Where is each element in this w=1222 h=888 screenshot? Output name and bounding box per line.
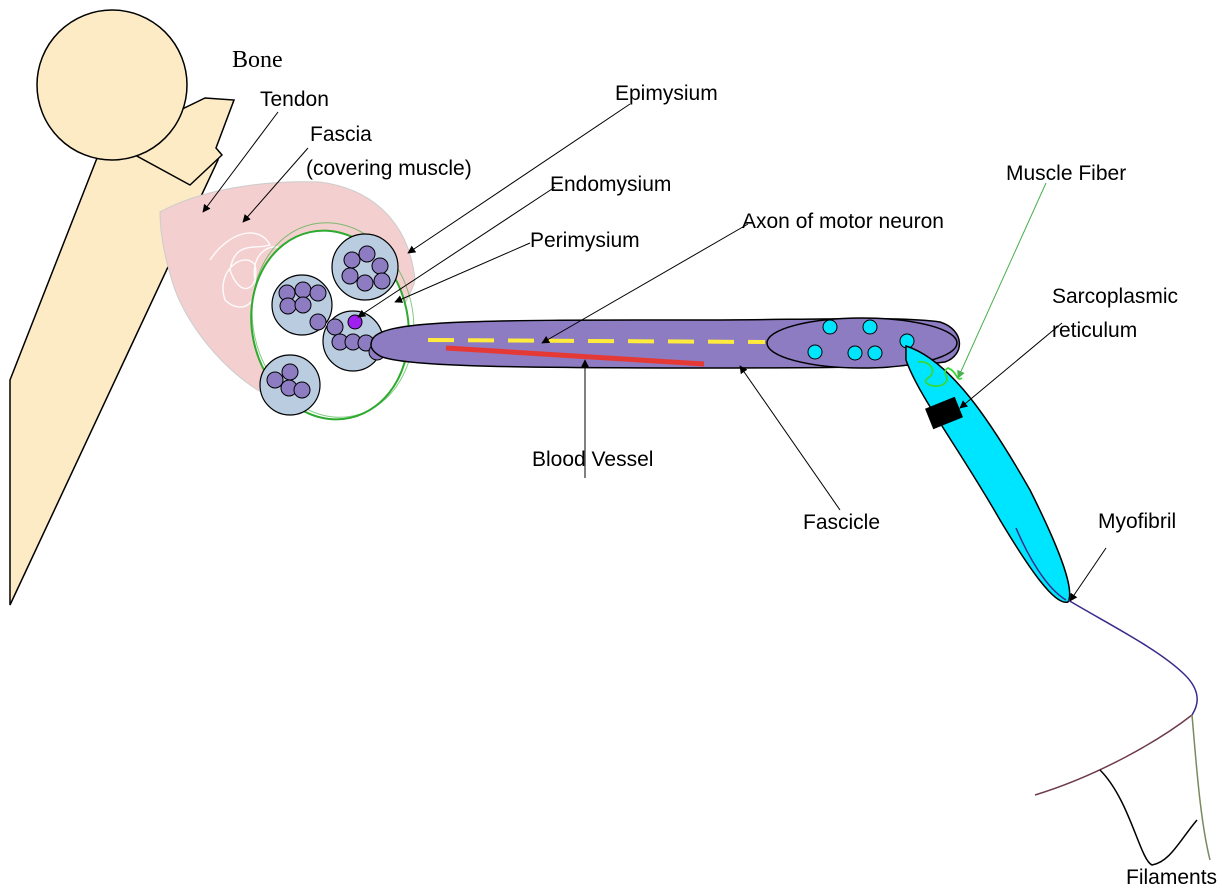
muscle-belly [160, 182, 432, 434]
filament-strand-3 [1192, 715, 1210, 860]
axon-line [428, 340, 765, 342]
arrow-myofibril [1070, 548, 1106, 601]
arrow-sarcoplasmic [960, 323, 1062, 408]
label-filaments: Filaments [1126, 866, 1217, 888]
label-myofibril: Myofibril [1098, 510, 1176, 533]
label-axon: Axon of motor neuron [742, 210, 944, 233]
label-epimysium: Epimysium [615, 82, 718, 105]
myofibril-thread [1068, 600, 1197, 715]
filaments [1035, 600, 1210, 865]
filament-strand-2 [1100, 770, 1197, 865]
label-fascia-line1: Fascia [310, 123, 372, 146]
label-sarcoplasmic-line2: reticulum [1052, 319, 1137, 342]
arrow-perimysium [395, 243, 530, 302]
highlighted-fiber [348, 315, 362, 329]
bone-head [37, 10, 187, 160]
filament-strand-1 [1035, 715, 1192, 795]
label-tendon: Tendon [260, 88, 329, 111]
label-sarcoplasmic-line1: Sarcoplasmic [1052, 285, 1178, 308]
arrow-muscle-fiber [958, 183, 1046, 378]
label-bone: Bone [232, 47, 283, 73]
label-fascia-line2: (covering muscle) [306, 157, 472, 180]
label-fascicle: Fascicle [803, 511, 880, 534]
label-perimysium: Perimysium [530, 229, 640, 252]
arrow-fascicle [740, 366, 840, 510]
label-endomysium: Endomysium [550, 173, 671, 196]
label-blood-vessel: Blood Vessel [532, 448, 653, 471]
fascicle-extended [371, 318, 959, 368]
label-muscle-fiber: Muscle Fiber [1006, 162, 1126, 185]
